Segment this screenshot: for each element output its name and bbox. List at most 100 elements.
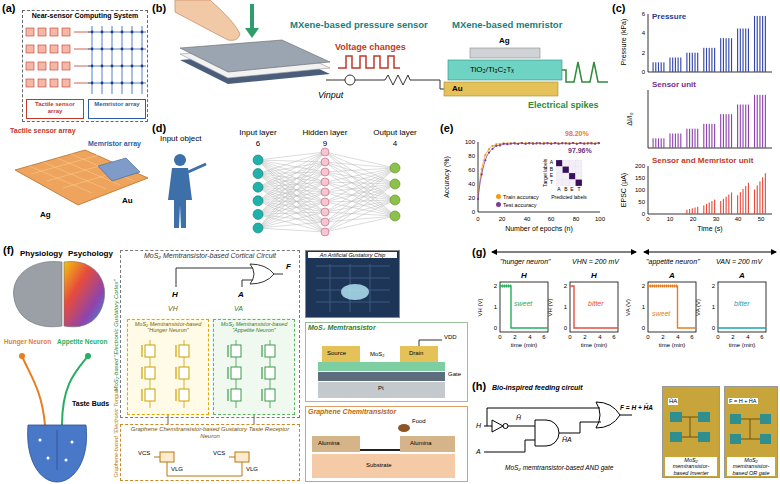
signal-spike (658, 62, 659, 72)
network-link (325, 168, 395, 212)
memristor-cell (141, 48, 144, 51)
signal-spike (754, 190, 755, 214)
gustatory-chip-photo (316, 264, 390, 312)
text-label: H (521, 271, 527, 280)
text-label: 2 (642, 50, 645, 57)
text-label: VH (V) (477, 298, 484, 316)
text-label: 0 (642, 325, 645, 332)
text-label: Source (327, 350, 346, 357)
feeding-logic-circuit (492, 420, 503, 432)
text-label: 0 (494, 325, 497, 332)
memristor-cell (121, 65, 124, 68)
text-label: 6 (612, 334, 615, 341)
pressure-sensor (180, 40, 330, 72)
network-link (325, 168, 395, 202)
signal-spike (711, 124, 712, 148)
confusion-cell (576, 160, 583, 167)
network-link (325, 182, 395, 184)
neural-network (168, 168, 192, 228)
memristor-cell (121, 31, 124, 34)
text-label: A (238, 290, 244, 299)
transistor-symbol (145, 345, 155, 357)
feeding-logic-circuit (596, 402, 620, 428)
text-label: Pressure (652, 12, 686, 21)
chip-photos (730, 414, 741, 424)
chip-photos (760, 434, 771, 444)
confusion-cell (563, 180, 570, 187)
signal-spike (740, 29, 741, 73)
text-label: 0 (564, 325, 567, 332)
text-label: Output layer (373, 128, 417, 137)
signal-spike (672, 58, 673, 73)
text-label: sweet (652, 310, 670, 318)
text-label: Tactile sensor array (10, 127, 76, 135)
brain-and-tongue (64, 261, 105, 326)
signal-spike (658, 138, 659, 148)
text-label: 4 (598, 334, 601, 341)
device-frame: MoS₂ Memtransistor (305, 322, 468, 402)
neuron-response-plots (648, 282, 696, 332)
text-label: 150 (635, 175, 645, 182)
transistor-symbol (179, 345, 189, 357)
signal-wire (168, 415, 169, 424)
input-neuron (253, 182, 263, 192)
neural-network (188, 164, 206, 172)
chip-photos (670, 432, 682, 442)
neuron-response-plots (492, 252, 636, 253)
neuron-frame: MoS₂ Memtransistor-based "Hunger Neuron" (127, 319, 209, 415)
taste-receptor-circuit (154, 452, 249, 476)
network-link (258, 202, 325, 228)
chemitransistor-device (400, 436, 455, 452)
signal-spike (675, 134, 676, 149)
text-label: Au (452, 84, 463, 93)
gate-bar (227, 367, 228, 379)
network-link (258, 152, 325, 174)
confusion-cell (569, 173, 576, 180)
signal-wire (74, 83, 90, 84)
brain-and-tongue (47, 457, 50, 460)
signal-spike (723, 114, 724, 148)
signal-spike (731, 192, 732, 214)
text-label: 1 (712, 304, 715, 311)
gustatory-chip-photo (341, 284, 369, 300)
memristor-cell (91, 82, 94, 85)
memristor-cell (131, 48, 134, 51)
tactile-cell (38, 62, 46, 70)
chip-photos (682, 417, 698, 437)
text-label: T (577, 187, 580, 193)
signal-spike (765, 173, 766, 214)
network-link (325, 184, 395, 222)
chip-photos (698, 412, 710, 422)
signal-wire (254, 415, 255, 424)
feeding-logic-circuit (484, 402, 632, 452)
text-label: Psychology (68, 249, 113, 258)
signal-spike (728, 195, 729, 214)
signal-spike (653, 62, 654, 72)
network-link (325, 152, 395, 168)
plot-axis (648, 90, 772, 148)
signal-spike (663, 138, 664, 148)
network-link (258, 172, 325, 201)
pressure-sensor (338, 56, 400, 68)
network-link (258, 160, 325, 222)
signal-spike (737, 105, 738, 149)
text-label: 60 (468, 167, 475, 174)
network-link (325, 216, 395, 232)
signal-spike (703, 205, 704, 214)
legend-swatch (496, 202, 501, 207)
signal-spike (720, 201, 721, 214)
chemitransistor-device (312, 436, 360, 452)
node-text: Near-sensor Computing System (25, 12, 145, 20)
signal-spike (661, 62, 662, 72)
text-label: (d) (152, 122, 166, 135)
signal-spike (723, 199, 724, 214)
text-label: 100 (595, 216, 605, 223)
signal-spike (748, 29, 749, 73)
memristor-cell (91, 31, 94, 34)
network-link (258, 160, 325, 192)
brain-and-tongue (19, 353, 25, 359)
confusion-cell (563, 167, 570, 174)
text-label: 40 (468, 181, 475, 188)
circuit-frame: MoS₂ Memtransistor-based Cortical Circui… (120, 250, 300, 418)
tactile-cell (50, 62, 58, 70)
